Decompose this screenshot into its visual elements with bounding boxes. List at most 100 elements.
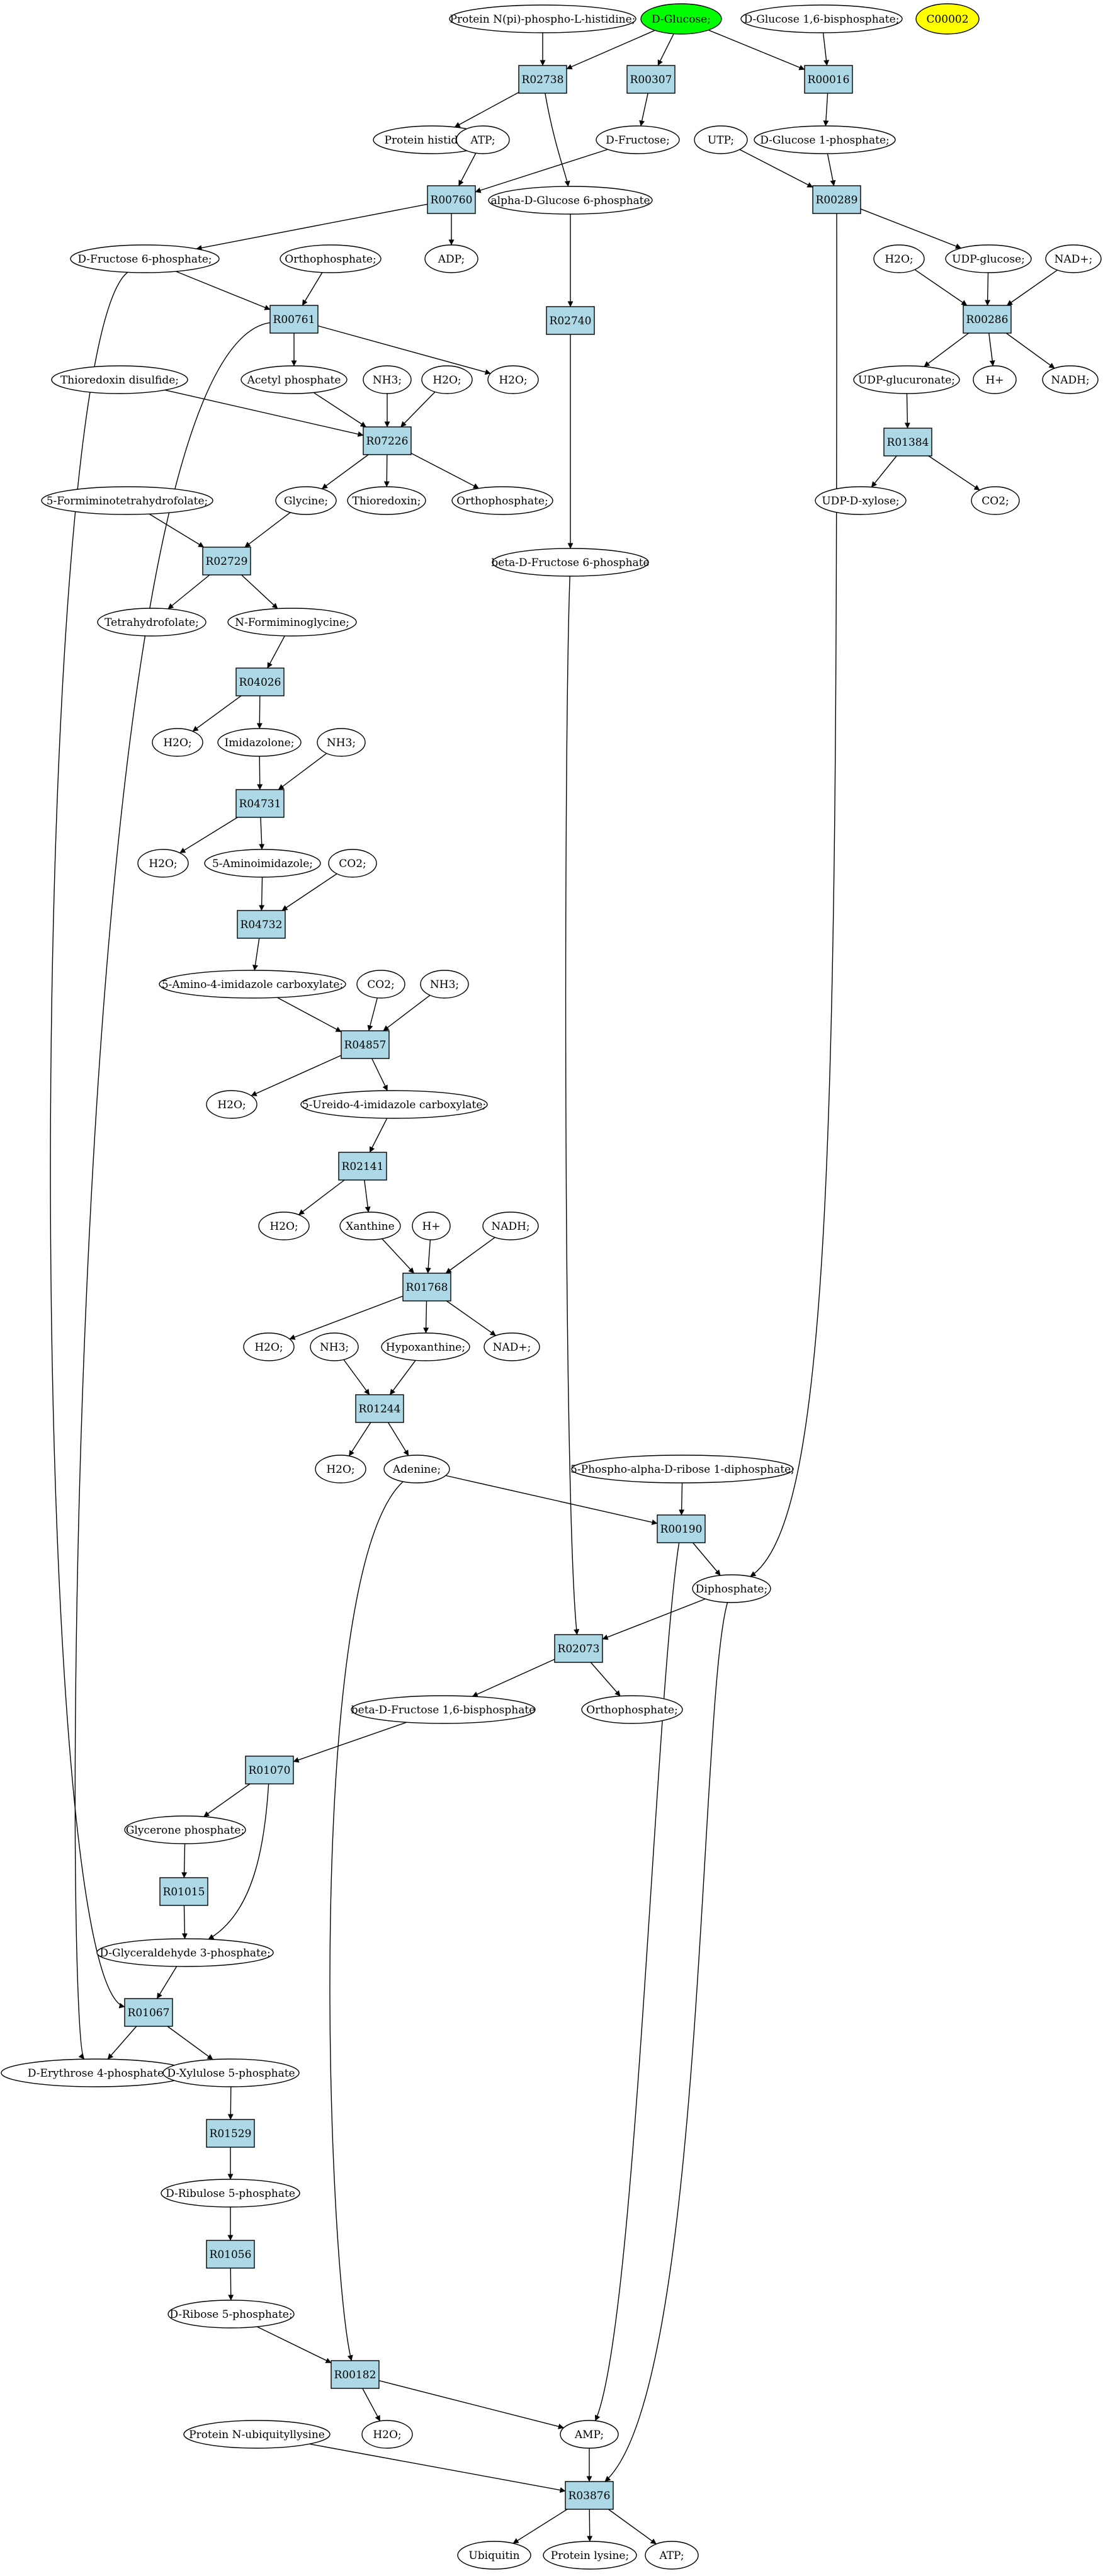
metabolite-node-h2o_a[interactable]: H2O; — [873, 244, 925, 273]
reaction-node-r02073[interactable]: R02073 — [554, 1634, 603, 1663]
reaction-node-r01384[interactable]: R01384 — [883, 428, 932, 457]
edge-R01070-to-gap — [208, 1783, 269, 1940]
metabolite-node-5fthf[interactable]: 5-Formiminotetrahydrofolate; — [41, 486, 213, 515]
metabolite-node-fru[interactable]: D-Fructose; — [596, 125, 680, 154]
metabolite-node-ubq[interactable]: Ubiquitin — [457, 2541, 531, 2570]
metabolite-ellipse — [412, 1211, 451, 1240]
reaction-node-r00760[interactable]: R00760 — [427, 185, 476, 214]
metabolite-node-ag6p[interactable]: alpha-D-Glucose 6-phosphate — [488, 186, 653, 215]
reaction-node-r00016[interactable]: R00016 — [804, 65, 853, 94]
metabolite-node-pnphis[interactable]: Protein N(pi)-phospho-L-histidine; — [449, 4, 636, 33]
metabolite-node-xu5p[interactable]: D-Xylulose 5-phosphate — [162, 2058, 300, 2087]
metabolite-node-amp[interactable]: AMP; — [560, 2420, 619, 2449]
metabolite-node-udpxyl[interactable]: UDP-D-xylose; — [815, 486, 907, 515]
metabolite-node-pi2[interactable]: Orthophosphate; — [451, 486, 553, 515]
metabolite-node-h2o_e[interactable]: H2O; — [137, 849, 189, 878]
reaction-node-r02740[interactable]: R02740 — [546, 306, 595, 335]
metabolite-node-h2o_g[interactable]: H2O; — [258, 1211, 310, 1240]
metabolite-node-thf[interactable]: Tetrahydrofolate; — [97, 608, 206, 637]
edge-R03876-to-plys — [587, 2509, 593, 2542]
metabolite-node-h2o_b[interactable]: H2O; — [421, 365, 473, 394]
metabolite-node-dhap[interactable]: Glycerone phosphate; — [124, 1815, 246, 1844]
metabolite-node-h2o_j[interactable]: H2O; — [361, 2420, 413, 2449]
reaction-node-r01529[interactable]: R01529 — [206, 2119, 255, 2148]
metabolite-node-5u4ic[interactable]: 5-Ureido-4-imidazole carboxylate; — [300, 1090, 488, 1119]
metabolite-node-prpp[interactable]: 5-Phospho-alpha-D-ribose 1-diphosphate; — [570, 1455, 795, 1484]
metabolite-node-pubk[interactable]: Protein N-ubiquityllysine — [183, 2420, 331, 2449]
metabolite-node-fbp[interactable]: beta-D-Fructose 1,6-bisphosphate — [351, 1695, 536, 1724]
metabolite-node-bf6p[interactable]: beta-D-Fructose 6-phosphate — [491, 548, 650, 577]
metabolite-node-plys[interactable]: Protein lysine; — [543, 2541, 637, 2570]
metabolite-node-gap[interactable]: D-Glyceraldehyde 3-phosphate; — [96, 1938, 274, 1967]
reaction-node-r00289[interactable]: R00289 — [812, 185, 861, 214]
metabolite-node-xan[interactable]: Xanthine — [339, 1211, 401, 1240]
reaction-node-r00761[interactable]: R00761 — [269, 305, 319, 334]
reaction-node-r07226[interactable]: R07226 — [363, 426, 412, 455]
metabolite-node-f6p[interactable]: D-Fructose 6-phosphate; — [70, 244, 220, 273]
reaction-node-r01070[interactable]: R01070 — [245, 1756, 294, 1784]
metabolite-node-gly[interactable]: Glycine; — [275, 486, 337, 515]
metabolite-node-atp1[interactable]: ATP; — [456, 125, 510, 154]
metabolite-node-co2b[interactable]: CO2; — [328, 849, 377, 878]
reaction-node-r04026[interactable]: R04026 — [235, 667, 285, 696]
metabolite-node-trxss[interactable]: Thioredoxin disulfide; — [51, 365, 188, 394]
metabolite-node-glc[interactable]: D-Glucose; — [640, 3, 722, 35]
metabolite-node-imidazolone[interactable]: Imidazolone; — [217, 728, 302, 757]
metabolite-node-nh3c[interactable]: NH3; — [420, 970, 469, 999]
metabolite-node-pi3[interactable]: Orthophosphate; — [581, 1695, 683, 1724]
metabolite-node-nh3b[interactable]: NH3; — [317, 728, 366, 757]
metabolite-node-nad2[interactable]: NAD+; — [484, 1332, 540, 1361]
metabolite-node-ade[interactable]: Adenine; — [383, 1455, 450, 1484]
metabolite-node-hyp[interactable]: Hypoxanthine; — [381, 1332, 470, 1361]
metabolite-node-nh3a[interactable]: NH3; — [363, 365, 412, 394]
reaction-node-r01244[interactable]: R01244 — [355, 1394, 404, 1423]
metabolite-node-h2o_c[interactable]: H2O; — [487, 365, 539, 394]
metabolite-node-udpg[interactable]: UDP-glucose; — [945, 244, 1032, 273]
reaction-node-r00182[interactable]: R00182 — [331, 2360, 380, 2389]
reaction-node-r00190[interactable]: R00190 — [657, 1514, 706, 1543]
metabolite-node-atp2[interactable]: ATP; — [645, 2541, 699, 2570]
metabolite-node-g1p[interactable]: D-Glucose 1-phosphate; — [754, 125, 896, 154]
metabolite-node-hplus2[interactable]: H+ — [412, 1211, 451, 1240]
metabolite-node-acp[interactable]: Acetyl phosphate — [240, 365, 348, 394]
metabolite-node-5ai[interactable]: 5-Aminoimidazole; — [204, 849, 321, 878]
metabolite-node-udpglca[interactable]: UDP-glucuronate; — [853, 365, 960, 394]
reaction-node-r01015[interactable]: R01015 — [159, 1877, 208, 1906]
reaction-node-r04731[interactable]: R04731 — [235, 789, 285, 818]
reaction-node-r01768[interactable]: R01768 — [402, 1273, 451, 1302]
metabolite-node-co2c[interactable]: CO2; — [356, 970, 405, 999]
metabolite-node-5a4ic[interactable]: 5-Amino-4-imidazole carboxylate; — [159, 970, 346, 999]
metabolite-node-co2a[interactable]: CO2; — [971, 486, 1020, 515]
metabolite-node-ru5p[interactable]: D-Ribulose 5-phosphate — [161, 2179, 300, 2208]
metabolite-node-nadh2[interactable]: NADH; — [482, 1211, 539, 1240]
reaction-node-r04857[interactable]: R04857 — [341, 1030, 390, 1059]
metabolite-node-adp[interactable]: ADP; — [424, 244, 478, 273]
metabolite-node-r5p[interactable]: D-Ribose 5-phosphate; — [167, 2300, 295, 2329]
reaction-node-r02738[interactable]: R02738 — [518, 65, 567, 94]
metabolite-node-ppi[interactable]: Diphosphate; — [692, 1574, 771, 1603]
metabolite-node-nh3d[interactable]: NH3; — [310, 1332, 359, 1361]
metabolite-node-nadh1[interactable]: NADH; — [1042, 365, 1099, 394]
metabolite-node-pi1[interactable]: Orthophosphate; — [280, 244, 382, 273]
metabolite-node-g16bp[interactable]: D-Glucose 1,6-bisphosphate; — [740, 4, 903, 33]
reaction-node-r01056[interactable]: R01056 — [206, 2240, 255, 2269]
reaction-node-r03876[interactable]: R03876 — [565, 2481, 614, 2510]
metabolite-node-h2o_i[interactable]: H2O; — [315, 1455, 366, 1484]
reaction-node-r04732[interactable]: R04732 — [237, 910, 286, 939]
reaction-node-r02141[interactable]: R02141 — [338, 1152, 387, 1181]
reaction-node-r01067[interactable]: R01067 — [124, 1998, 173, 2027]
metabolite-node-nad1[interactable]: NAD+; — [1045, 244, 1102, 273]
metabolite-node-h2o_d[interactable]: H2O; — [152, 728, 203, 757]
metabolite-node-nfgly[interactable]: N-Formiminoglycine; — [227, 608, 357, 637]
metabolite-node-hplus1[interactable]: H+ — [973, 365, 1017, 394]
metabolite-node-utp[interactable]: UTP; — [694, 125, 748, 154]
metabolite-node-trx[interactable]: Thioredoxin; — [347, 486, 426, 515]
reaction-node-r00307[interactable]: R00307 — [626, 65, 676, 94]
reaction-node-r00286[interactable]: R00286 — [963, 305, 1012, 334]
metabolite-node-h2o_h[interactable]: H2O; — [243, 1332, 295, 1361]
metabolite-node-c00002[interactable]: C00002 — [915, 3, 980, 35]
reaction-node-r02729[interactable]: R02729 — [202, 547, 251, 576]
metabolite-label: Orthophosphate; — [285, 253, 376, 266]
metabolite-node-e4p[interactable]: D-Erythrose 4-phosphate — [1, 2058, 191, 2087]
metabolite-node-h2o_f[interactable]: H2O; — [206, 1090, 257, 1119]
